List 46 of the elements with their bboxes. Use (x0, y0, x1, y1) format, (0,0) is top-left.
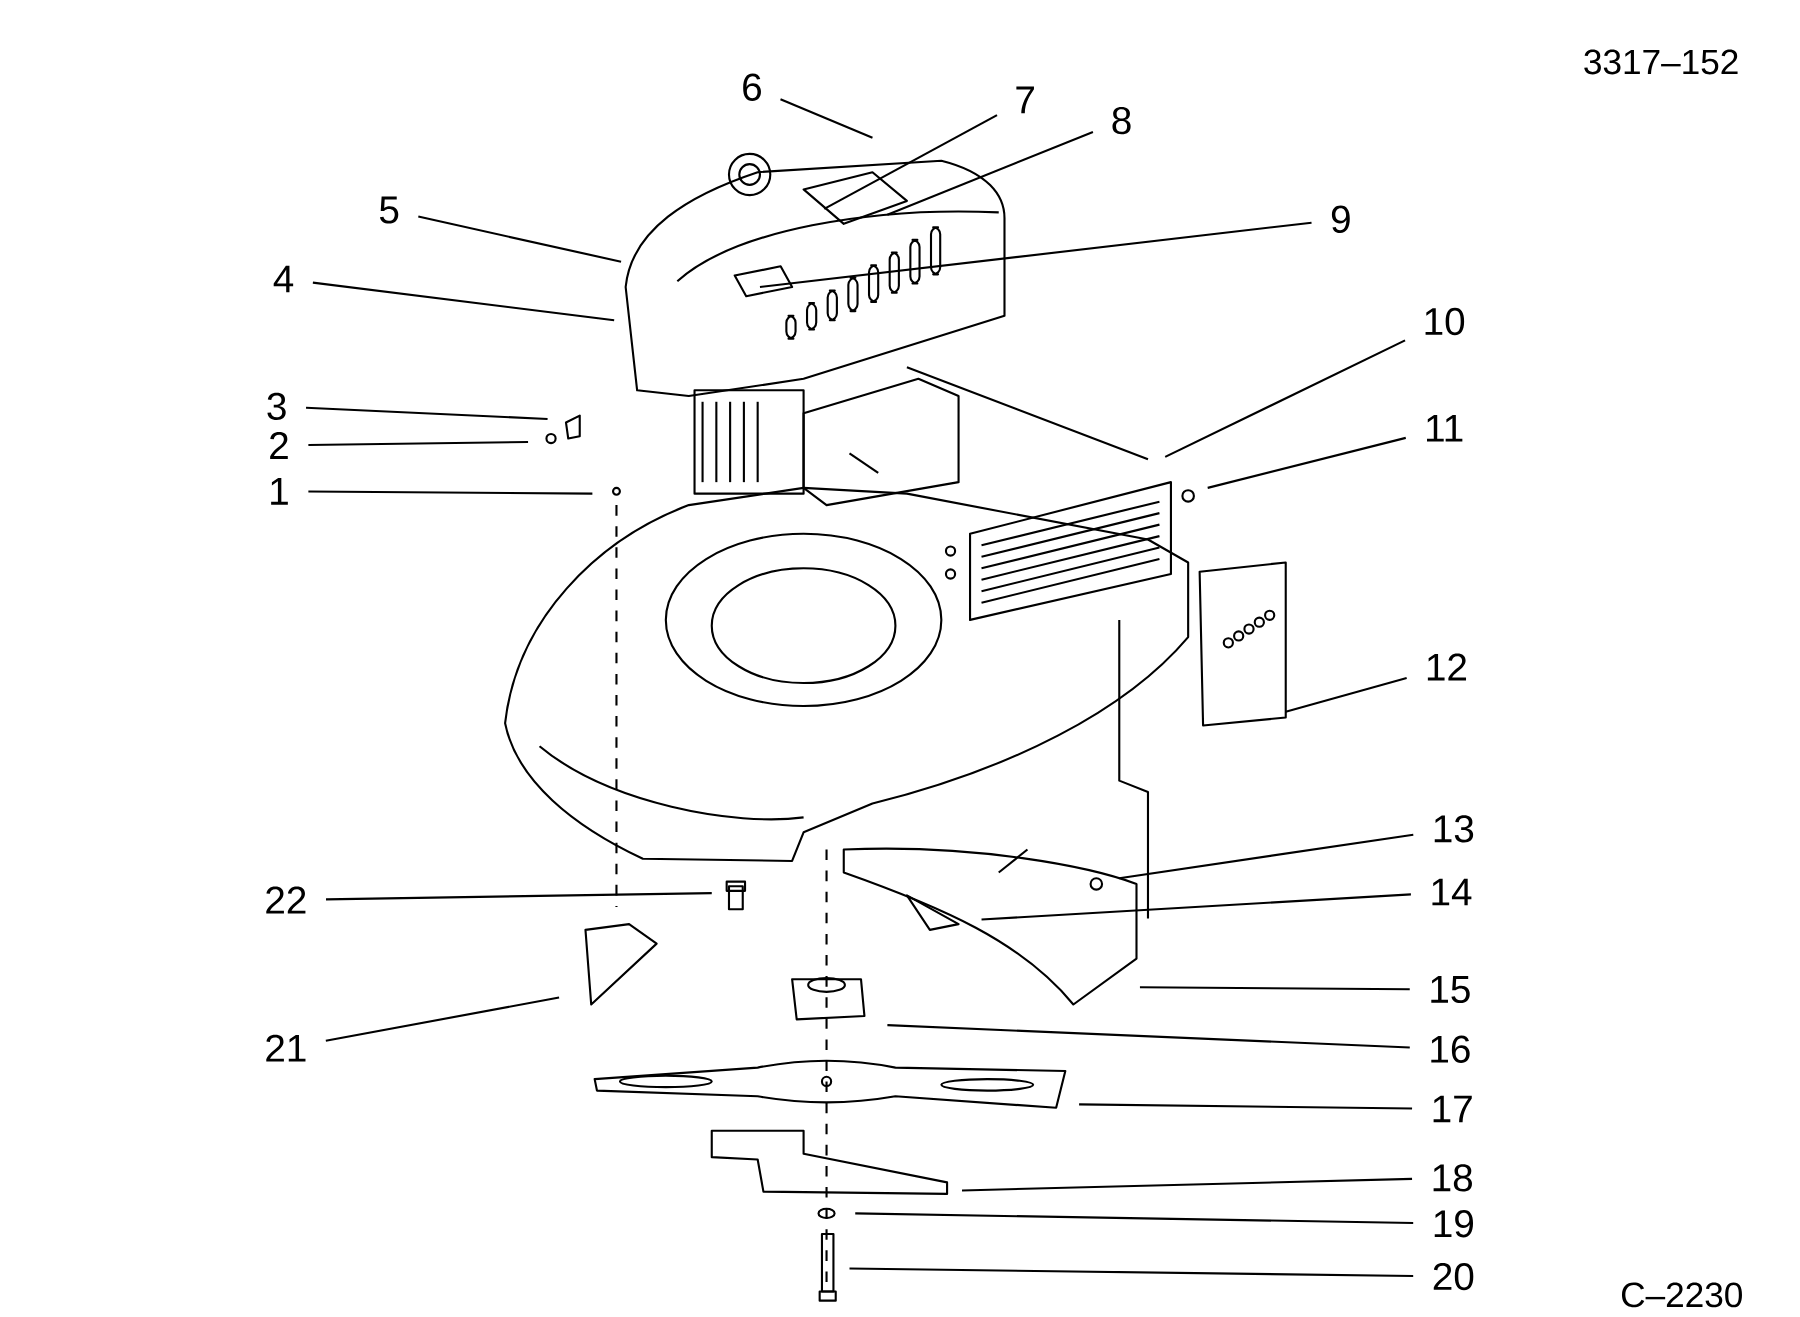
callout-number: 7 (1016, 86, 1034, 114)
leader-line (1164, 339, 1406, 458)
leader-line (1285, 677, 1407, 713)
callout-number: 9 (1331, 205, 1350, 234)
leader-line (887, 1024, 1410, 1049)
leader-line (887, 131, 1094, 216)
callout-number: 3 (267, 392, 286, 421)
callout-number: 16 (1431, 1035, 1470, 1064)
leader-line (306, 406, 548, 421)
leader-line (981, 893, 1411, 921)
leader-line (1207, 437, 1406, 490)
callout-number: 1 (271, 478, 288, 505)
leader-line (962, 1177, 1413, 1192)
callout-number: 20 (1433, 1263, 1474, 1291)
callout-number: 12 (1427, 653, 1466, 681)
callout-number: 10 (1425, 307, 1465, 336)
callout-number: 2 (270, 432, 288, 460)
drawing-number: 3317–152 (1584, 49, 1738, 75)
leader-line (325, 996, 560, 1042)
callout-number: 4 (273, 265, 294, 293)
leader-line (780, 98, 873, 139)
leader-line (1079, 1103, 1413, 1110)
callout-number: 11 (1427, 415, 1463, 442)
leader-line (418, 215, 622, 263)
leader-line (1119, 833, 1414, 880)
leader-line (823, 114, 998, 210)
callout-number: 5 (379, 196, 399, 224)
callout-number: 18 (1433, 1164, 1472, 1192)
leader-line (308, 441, 529, 447)
callout-number: 21 (266, 1034, 306, 1062)
leader-line (855, 1212, 1414, 1225)
callout-number: 22 (266, 886, 306, 914)
drawing-number: C–2230 (1621, 1282, 1742, 1308)
leader-line (759, 221, 1312, 289)
leader-line (849, 1267, 1414, 1278)
callout-number: 19 (1434, 1210, 1473, 1238)
callout-number: 17 (1433, 1095, 1472, 1123)
callout-number: 15 (1431, 976, 1470, 1004)
leader-line (312, 281, 615, 322)
leader-line (1139, 986, 1410, 991)
leader-line (325, 892, 712, 901)
callout-number: 13 (1434, 815, 1474, 843)
callout-number: 8 (1112, 107, 1131, 135)
callout-number: 14 (1432, 878, 1472, 906)
leader-line (308, 490, 593, 495)
callout-number: 6 (743, 73, 761, 102)
